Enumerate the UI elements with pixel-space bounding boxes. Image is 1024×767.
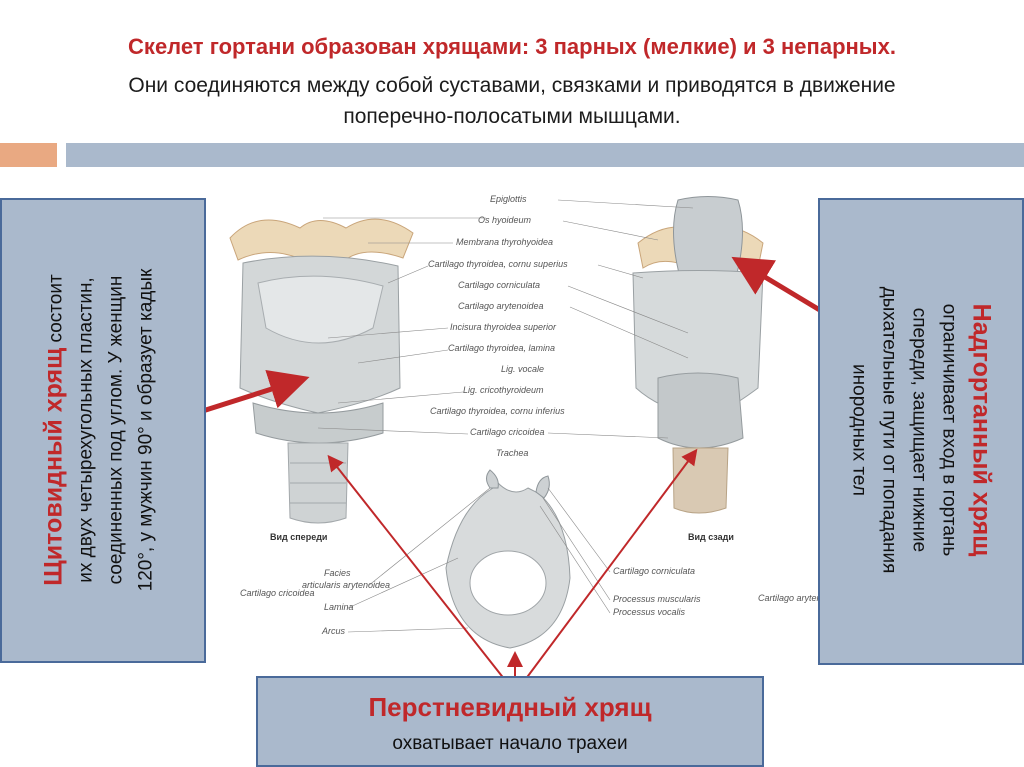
slide-subtitle: Они соединяются между собой суставами, с… [0, 70, 1024, 132]
cricoid-cartilage-illustration [445, 469, 571, 649]
larynx-back-view: Вид сзади [632, 196, 764, 542]
arrow-thyroid [189, 370, 310, 418]
label-articularis: articularis arytenoidea [302, 580, 390, 590]
label-view-back: Вид сзади [688, 532, 734, 542]
label-cartilago-cricoidea: Cartilago cricoidea [470, 427, 545, 437]
epiglottis-title: Надгортанный хрящ [967, 303, 996, 557]
label-arcus: Arcus [321, 626, 346, 636]
arrow-cricoid-back [524, 448, 698, 681]
thyroid-line-3: соединенных под углом. У женщин [105, 275, 127, 585]
label-lig-cricothyroideum: Lig. cricothyroideum [463, 385, 544, 395]
label-processus-vocalis: Processus vocalis [613, 607, 686, 617]
label-membrana-thyrohyoidea: Membrana thyrohyoidea [456, 237, 553, 247]
arrow-epiglottis [731, 256, 830, 318]
cricoid-cartilage-box: Перстневидный хрящ охватывает начало тра… [256, 676, 764, 767]
epiglottis-line-3: спереди, защищает нижние [908, 307, 930, 553]
label-group-cricoidea: Cartilago cricoidea [240, 588, 315, 598]
label-incisura-thyroidea: Incisura thyroidea superior [450, 322, 557, 332]
label-facies: Facies [324, 568, 351, 578]
decor-bar-blue [66, 143, 1024, 167]
label-cartilago-corniculata: Cartilago corniculata [458, 280, 540, 290]
label-thyroidea-lamina: Cartilago thyroidea, lamina [448, 343, 555, 353]
epiglottis-text: Надгортанный хрящ ограничивает вход в го… [844, 200, 997, 660]
label-trachea: Trachea [496, 448, 528, 458]
epiglottis-line-4: дыхательные пути от попадания [878, 286, 900, 574]
larynx-front-view: Вид спереди [229, 218, 414, 542]
thyroid-line-4: 120°, у мужчин 90° и образует кадык [135, 268, 157, 592]
subtitle-line-1: Они соединяются между собой суставами, с… [128, 74, 896, 97]
figure-labels: Epiglottis Os hyoideum Membrana thyrohyo… [240, 194, 828, 636]
label-group-arytenoidea: Cartilago arytenoidea [758, 593, 828, 603]
thyroid-cartilage-title: Щитовидный хрящ [39, 347, 68, 586]
thyroid-cartilage-box [0, 198, 206, 663]
epiglottis-box [818, 198, 1024, 665]
label-arytenoid-corniculata: Cartilago corniculata [613, 566, 695, 576]
arrow-cricoid-front [327, 454, 506, 681]
slide-title: Скелет гортани образован хрящами: 3 парн… [128, 34, 896, 59]
thyroid-cartilage-text: Щитовидный хрящ состоит их двух четыреху… [39, 200, 162, 660]
label-processus-muscularis: Processus muscularis [613, 594, 701, 604]
label-view-front: Вид спереди [270, 532, 327, 542]
label-lamina: Lamina [324, 602, 354, 612]
epiglottis-line-2: ограничивает вход в гортань [938, 303, 960, 557]
cricoid-cartilage-title: Перстневидный хрящ [368, 692, 652, 722]
label-epiglottis: Epiglottis [490, 194, 527, 204]
decor-bar-orange [0, 143, 57, 167]
label-lig-vocale: Lig. vocale [501, 364, 544, 374]
larynx-illustration: Вид спереди Вид сзади Epiglottis Os hyoi… [229, 194, 828, 649]
epiglottis-line-5: инородных тел [848, 364, 870, 496]
thyroid-line-1: состоит [45, 274, 67, 348]
cricoid-cartilage-text: охватывает начало трахеи [392, 733, 628, 754]
slide-header: Скелет гортани образован хрящами: 3 парн… [0, 0, 1024, 140]
label-cornu-superius: Cartilago thyroidea, cornu superius [428, 259, 568, 269]
thyroid-line-2: их двух четырехугольных пластин, [75, 277, 97, 583]
subtitle-line-2: поперечно-полосатыми мышцами. [343, 105, 681, 128]
label-os-hyoideum: Os hyoideum [478, 215, 532, 225]
label-cornu-inferius: Cartilago thyroidea, cornu inferius [430, 406, 565, 416]
label-cartilago-arytenoidea: Cartilago arytenoidea [458, 301, 544, 311]
